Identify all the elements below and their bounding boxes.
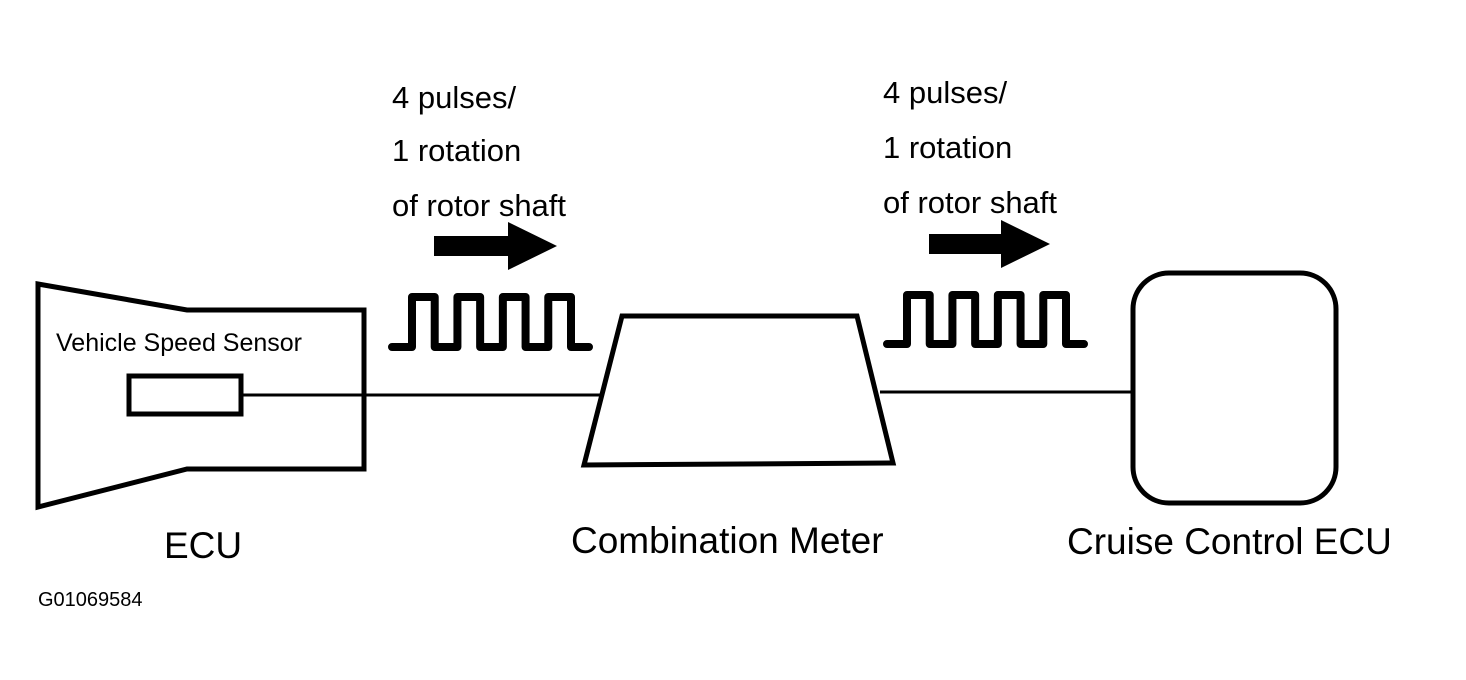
pulse-note-right-line2: 1 rotation bbox=[883, 130, 1012, 165]
pulse-note-right-line1: 4 pulses/ bbox=[883, 75, 1007, 110]
pulse-train-right bbox=[883, 291, 1088, 348]
sensor-label: Vehicle Speed Sensor bbox=[56, 329, 302, 357]
combination-meter-label: Combination Meter bbox=[571, 520, 884, 561]
pulse-note-left-line1: 4 pulses/ bbox=[392, 80, 516, 115]
ecu-label: ECU bbox=[164, 525, 242, 566]
figure-code: G01069584 bbox=[38, 589, 143, 611]
arrow-right-icon-right bbox=[929, 220, 1050, 268]
cruise-control-ecu-block bbox=[1130, 270, 1339, 506]
pulse-note-right-line3: of rotor shaft bbox=[883, 185, 1057, 220]
ecu-block bbox=[35, 281, 367, 511]
pulse-note-left-line2: 1 rotation bbox=[392, 133, 521, 168]
cruise-control-ecu-label: Cruise Control ECU bbox=[1067, 521, 1392, 562]
combination-meter-block bbox=[580, 313, 897, 468]
speed-sensor-element bbox=[126, 373, 244, 417]
pulse-train-left bbox=[388, 293, 593, 351]
arrow-right-icon-left bbox=[434, 222, 557, 270]
pulse-note-left-line3: of rotor shaft bbox=[392, 188, 566, 223]
